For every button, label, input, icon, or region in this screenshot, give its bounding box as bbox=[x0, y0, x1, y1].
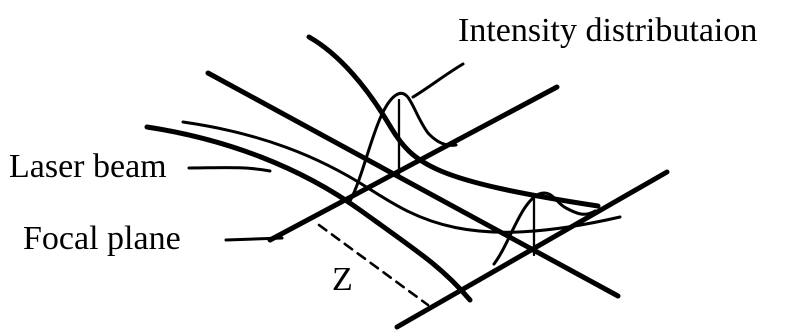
focal-line-top-long bbox=[205, 70, 621, 299]
beam-curve-right bbox=[306, 34, 601, 209]
z-distance-dashed-line bbox=[317, 223, 430, 307]
intensity-peak-main bbox=[348, 91, 458, 203]
intensity-peak-right bbox=[492, 191, 597, 266]
focal-line-right bbox=[394, 169, 670, 330]
laser-beam-leader-line bbox=[187, 166, 272, 173]
beam-inner-line bbox=[181, 120, 622, 234]
intensity-leader-line bbox=[411, 62, 465, 99]
z-label: Z bbox=[332, 261, 353, 298]
beam-curve-left bbox=[144, 124, 473, 303]
focal-plane-leader-line bbox=[224, 236, 284, 242]
focal-plane-label: Focal plane bbox=[23, 220, 181, 257]
focal-line-bottom-long bbox=[267, 84, 560, 243]
intensity-distribution-label: Intensity distributaion bbox=[458, 12, 757, 49]
laser-beam-label: Laser beam bbox=[9, 148, 167, 185]
